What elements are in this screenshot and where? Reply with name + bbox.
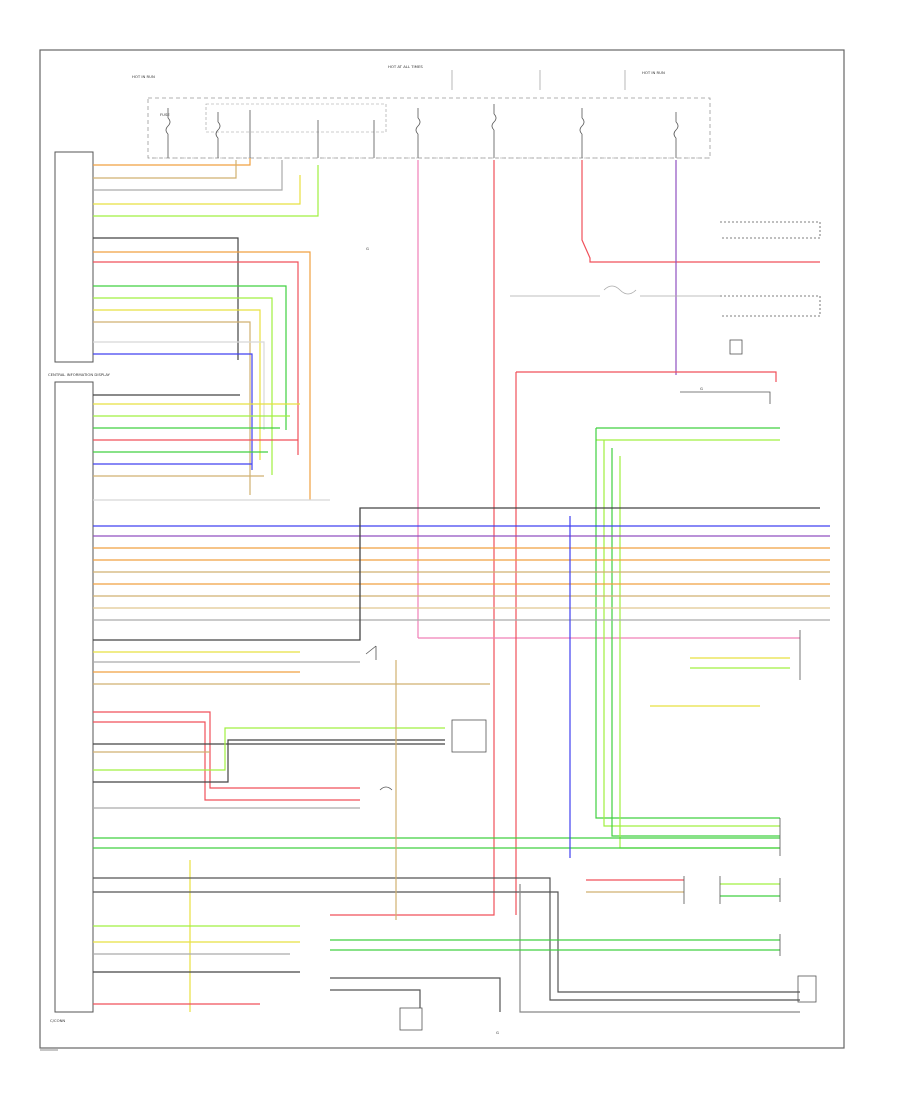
label-ground-right: G (700, 386, 703, 391)
label-central-module: CENTRAL INFORMATION DISPLAY (48, 372, 111, 377)
label-hot-at-all-times: HOT AT ALL TIMES (388, 64, 423, 69)
fuse-icon (415, 108, 421, 158)
shield-mark (603, 285, 637, 295)
label-hot-in-run-left: HOT IN RUN (132, 74, 155, 79)
fuse-icon (579, 108, 585, 158)
connector-box (399, 1007, 423, 1031)
central-module-lower (54, 381, 94, 1013)
label-ground-mid: G (366, 246, 369, 251)
label-hot-in-run-right: HOT IN RUN (642, 70, 665, 75)
label-ground-left: G (496, 1030, 499, 1035)
fuse-icon (673, 112, 679, 158)
fuse-icon (165, 108, 171, 158)
diagram-frame (39, 49, 845, 1049)
center-components (365, 645, 487, 791)
fuse-icon (215, 112, 221, 158)
connector-box (797, 975, 817, 1003)
vertical-wire-group (330, 160, 820, 916)
right-edge-connectors (399, 630, 817, 1031)
label-bottom-left: C/CONN (50, 1018, 65, 1023)
fuse-group (165, 104, 679, 158)
lower-wire-group (93, 516, 800, 1013)
central-module-upper (54, 151, 94, 363)
fuse-icon (491, 104, 497, 158)
fuse-block-outline (147, 97, 711, 159)
bus-wire-band (93, 394, 830, 685)
top-power-labels: HOT IN RUN HOT AT ALL TIMES HOT IN RUN (132, 64, 665, 90)
label-fuse: FUSE (160, 112, 170, 117)
connector-box (451, 719, 487, 753)
upper-wire-group (93, 158, 319, 500)
right-side-connectors (680, 221, 821, 404)
